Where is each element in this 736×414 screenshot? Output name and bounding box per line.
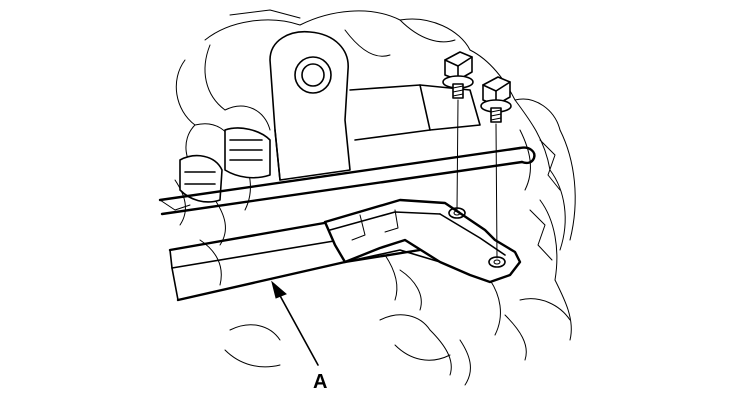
long-rod	[158, 146, 536, 216]
bolt-left	[442, 51, 474, 99]
engine-mount-block	[179, 31, 481, 203]
mounting-bracket	[323, 198, 522, 284]
bolt-guide-lines	[456, 99, 498, 259]
callout-a-leader	[271, 280, 319, 366]
bolt-right	[480, 76, 512, 123]
callout-a-label: A	[313, 371, 327, 393]
engine-background-linework	[159, 9, 576, 386]
